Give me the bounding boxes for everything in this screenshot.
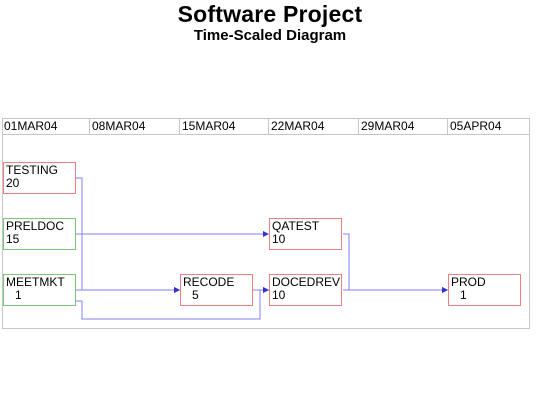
activity-name: DOCEDREV <box>272 275 341 289</box>
activity-node: PROD 1 <box>448 274 521 306</box>
activity-duration: 1 <box>460 288 467 302</box>
activity-name: PROD <box>451 275 486 289</box>
time-tick: 01MAR04 <box>4 119 58 133</box>
activity-node: DOCEDREV 10 <box>269 274 342 306</box>
time-tick: 22MAR04 <box>268 118 357 134</box>
time-axis: 01MAR04 08MAR04 15MAR04 22MAR04 29MAR04 … <box>2 118 530 135</box>
activity-name: QATEST <box>272 219 320 233</box>
activity-duration: 1 <box>15 288 22 302</box>
activity-node: RECODE 5 <box>180 274 253 306</box>
activity-name: TESTING <box>6 163 59 177</box>
page-title: Software Project <box>177 1 363 27</box>
activity-node: QATEST 10 <box>269 218 342 250</box>
activity-name: MEETMKT <box>6 275 65 289</box>
activity-duration: 10 <box>272 288 286 302</box>
activity-node: PRELDOC 15 <box>3 218 76 250</box>
time-tick: 05APR04 <box>447 118 536 134</box>
activity-duration: 10 <box>272 232 286 246</box>
page-subtitle: Time-Scaled Diagram <box>193 27 347 44</box>
activity-duration: 15 <box>6 232 20 246</box>
activity-name: PRELDOC <box>6 219 65 233</box>
activity-node: MEETMKT 1 <box>3 274 76 306</box>
activity-node: TESTING 20 <box>3 162 76 194</box>
activity-name: RECODE <box>183 275 235 289</box>
activity-duration: 5 <box>192 288 199 302</box>
time-tick: 29MAR04 <box>358 118 447 134</box>
diagram-frame <box>2 118 530 329</box>
activity-duration: 20 <box>6 176 20 190</box>
link-qatest-prod <box>343 233 448 293</box>
time-tick: 08MAR04 <box>89 118 178 134</box>
time-tick: 15MAR04 <box>179 118 268 134</box>
